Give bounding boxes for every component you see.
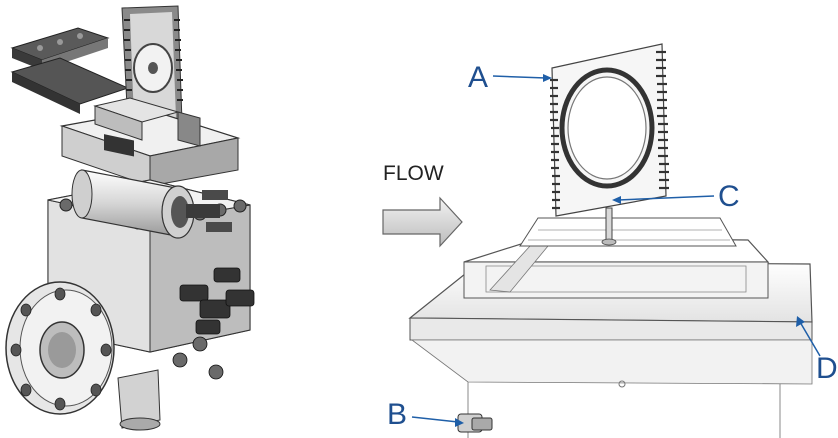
bleed-fitting <box>457 413 493 433</box>
flow-label: FLOW <box>383 162 444 185</box>
callout-d: D <box>816 352 838 385</box>
flow-arrow <box>382 196 463 248</box>
seal-ring-inner <box>567 76 647 180</box>
leader-b <box>411 416 459 423</box>
seal-plate <box>550 43 669 217</box>
inlet-flange <box>5 281 115 415</box>
serrated-edge-right <box>656 50 669 190</box>
callout-b: B <box>387 398 407 431</box>
leader-b-arrowhead <box>455 418 464 427</box>
serrated-edge-left <box>550 78 560 210</box>
leader-d-arrowhead <box>796 316 805 327</box>
leader-c-arrowhead <box>612 196 621 204</box>
top-housing <box>59 97 241 187</box>
leader-d <box>799 321 821 357</box>
drain-leg <box>117 369 161 431</box>
valve-assembly-illustration <box>5 5 255 431</box>
callout-a: A <box>468 61 488 94</box>
seal-ring-outer <box>559 67 655 189</box>
callout-leaders <box>411 74 821 427</box>
exploded-seal-plate <box>121 5 183 127</box>
leader-a <box>492 75 547 79</box>
leader-c <box>617 195 715 201</box>
alignment-pin <box>601 207 617 246</box>
flow-indicator: FLOW <box>382 162 463 248</box>
actuator-cylinder <box>71 169 232 239</box>
detail-illustration: A C D B <box>387 43 838 438</box>
guide-rail <box>463 217 770 299</box>
leader-a-arrowhead <box>543 74 552 82</box>
fittings-cluster <box>172 267 255 380</box>
callout-c: C <box>718 180 740 213</box>
